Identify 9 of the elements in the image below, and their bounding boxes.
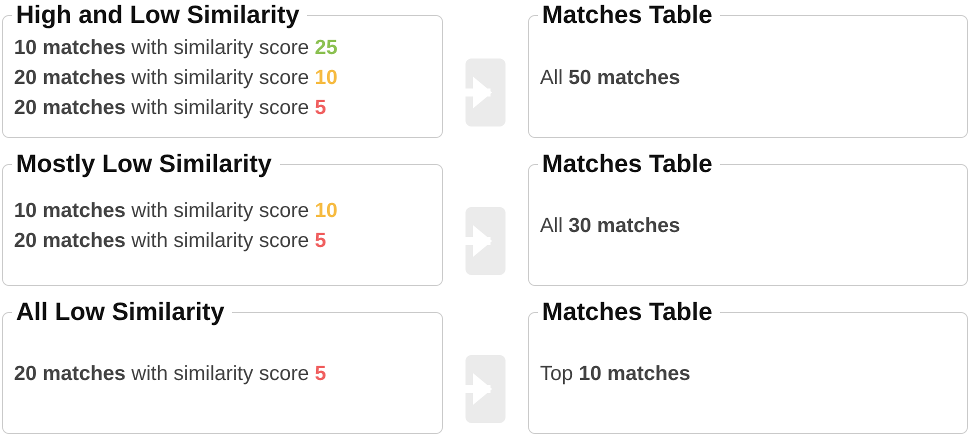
description-text: 20 matches with similarity score 10 xyxy=(14,64,339,90)
description-text: 20 matches with similarity score 5 xyxy=(14,94,328,120)
description-text: All 50 matches xyxy=(540,64,682,90)
description-text: 10 matches with similarity score 10 xyxy=(14,198,339,224)
description-text: 20 matches with similarity score 5 xyxy=(14,361,328,387)
description-text: All 30 matches xyxy=(540,213,682,239)
description-text: 10 matches with similarity score 25 xyxy=(14,34,339,60)
description-text: 20 matches with similarity score 5 xyxy=(14,228,328,254)
description-text: Top 10 matches xyxy=(540,361,692,387)
